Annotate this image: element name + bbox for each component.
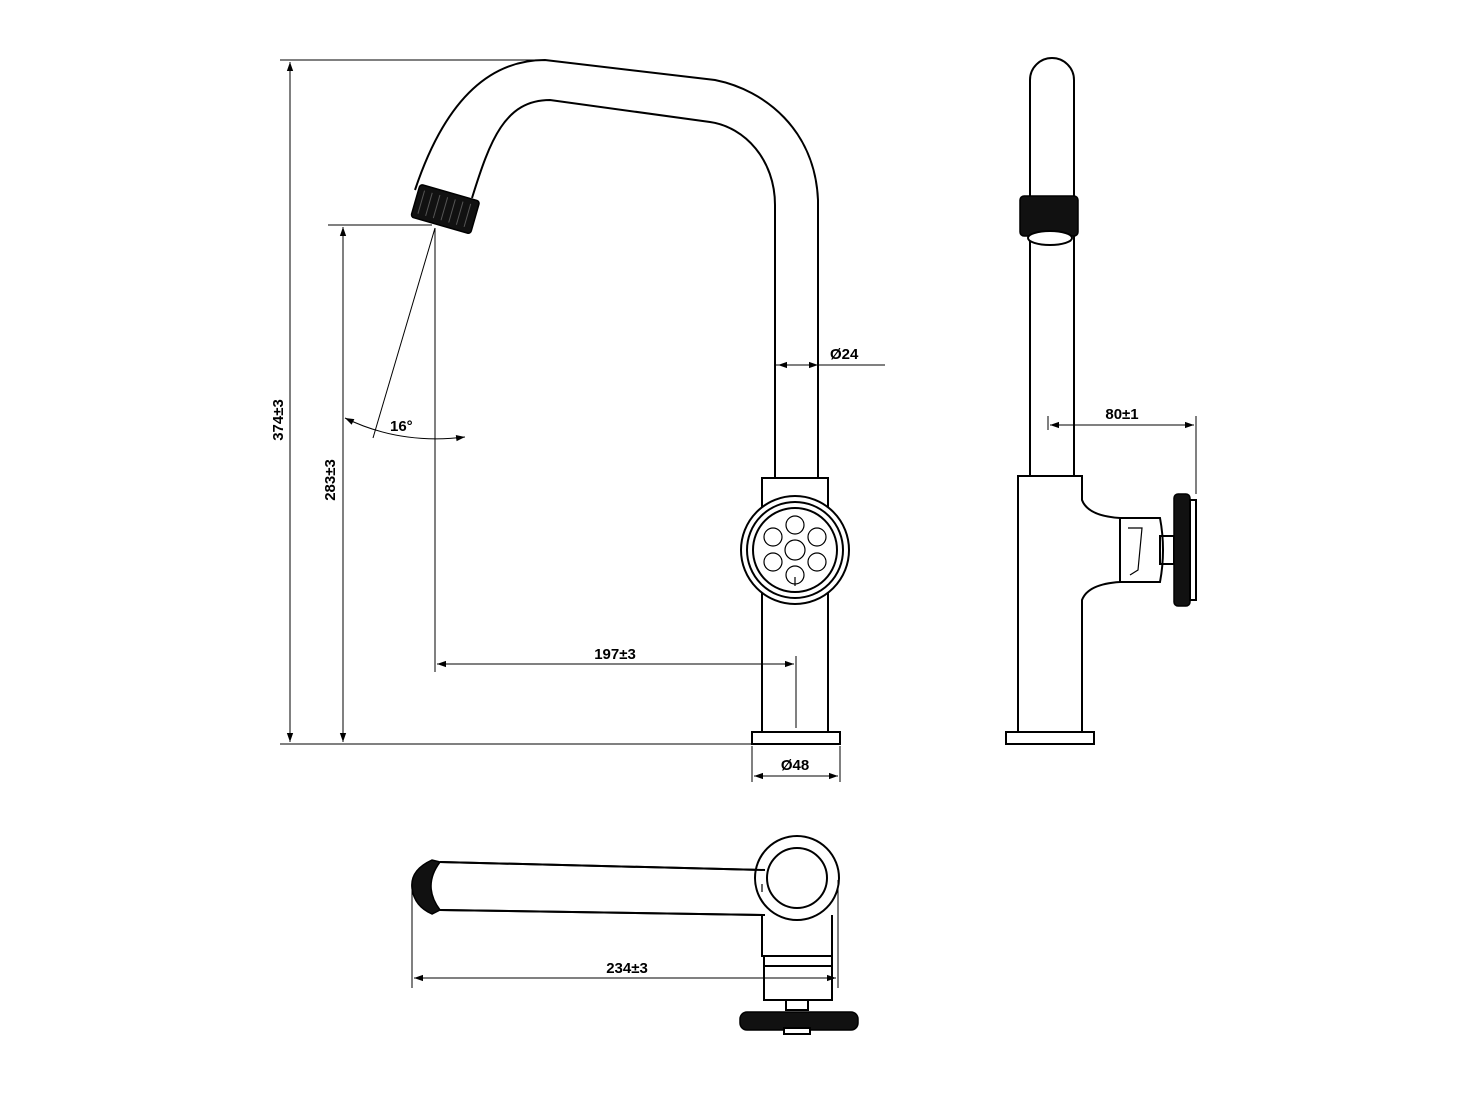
front-view: 374±3 283±3 16° Ø24 197±3 xyxy=(270,58,885,782)
label-spout-length: 234±3 xyxy=(606,960,648,977)
label-height-outlet: 283±3 xyxy=(322,459,339,501)
label-handle-offset: 80±1 xyxy=(1105,406,1138,423)
spout-outer-contour xyxy=(414,58,819,478)
side-spout xyxy=(1029,57,1075,476)
label-spout-diameter: Ø24 xyxy=(830,346,859,363)
dimension-spout-diameter: Ø24 xyxy=(776,346,885,369)
side-view: 80±1 xyxy=(1005,57,1197,745)
label-base-diameter: Ø48 xyxy=(781,757,809,774)
aerator-nozzle xyxy=(410,184,480,234)
label-angle: 16° xyxy=(390,418,413,435)
dimension-height-outlet: 283±3 xyxy=(322,224,432,742)
side-body xyxy=(1017,475,1121,733)
dimension-spout-length: 234±3 xyxy=(411,880,839,988)
dimension-base-diameter: Ø48 xyxy=(751,746,841,782)
dimension-reach: 197±3 xyxy=(437,646,797,728)
label-height-total: 374±3 xyxy=(270,399,287,441)
top-stem xyxy=(761,915,833,957)
label-reach: 197±3 xyxy=(594,646,636,663)
spout-inner-contour xyxy=(471,98,776,478)
top-aerator-end xyxy=(411,859,442,915)
base-plate xyxy=(751,731,841,745)
side-base-plate xyxy=(1005,731,1095,745)
top-view: 234±3 xyxy=(411,835,859,1035)
handle-wheel-front xyxy=(740,495,850,605)
dimension-handle-offset: 80±1 xyxy=(1047,406,1197,494)
side-handle-wheel xyxy=(1173,493,1191,607)
side-nozzle xyxy=(1019,195,1079,237)
dimension-angle: 16° xyxy=(344,227,466,672)
top-spout xyxy=(439,861,766,916)
dimension-height-total: 374±3 xyxy=(270,59,752,745)
